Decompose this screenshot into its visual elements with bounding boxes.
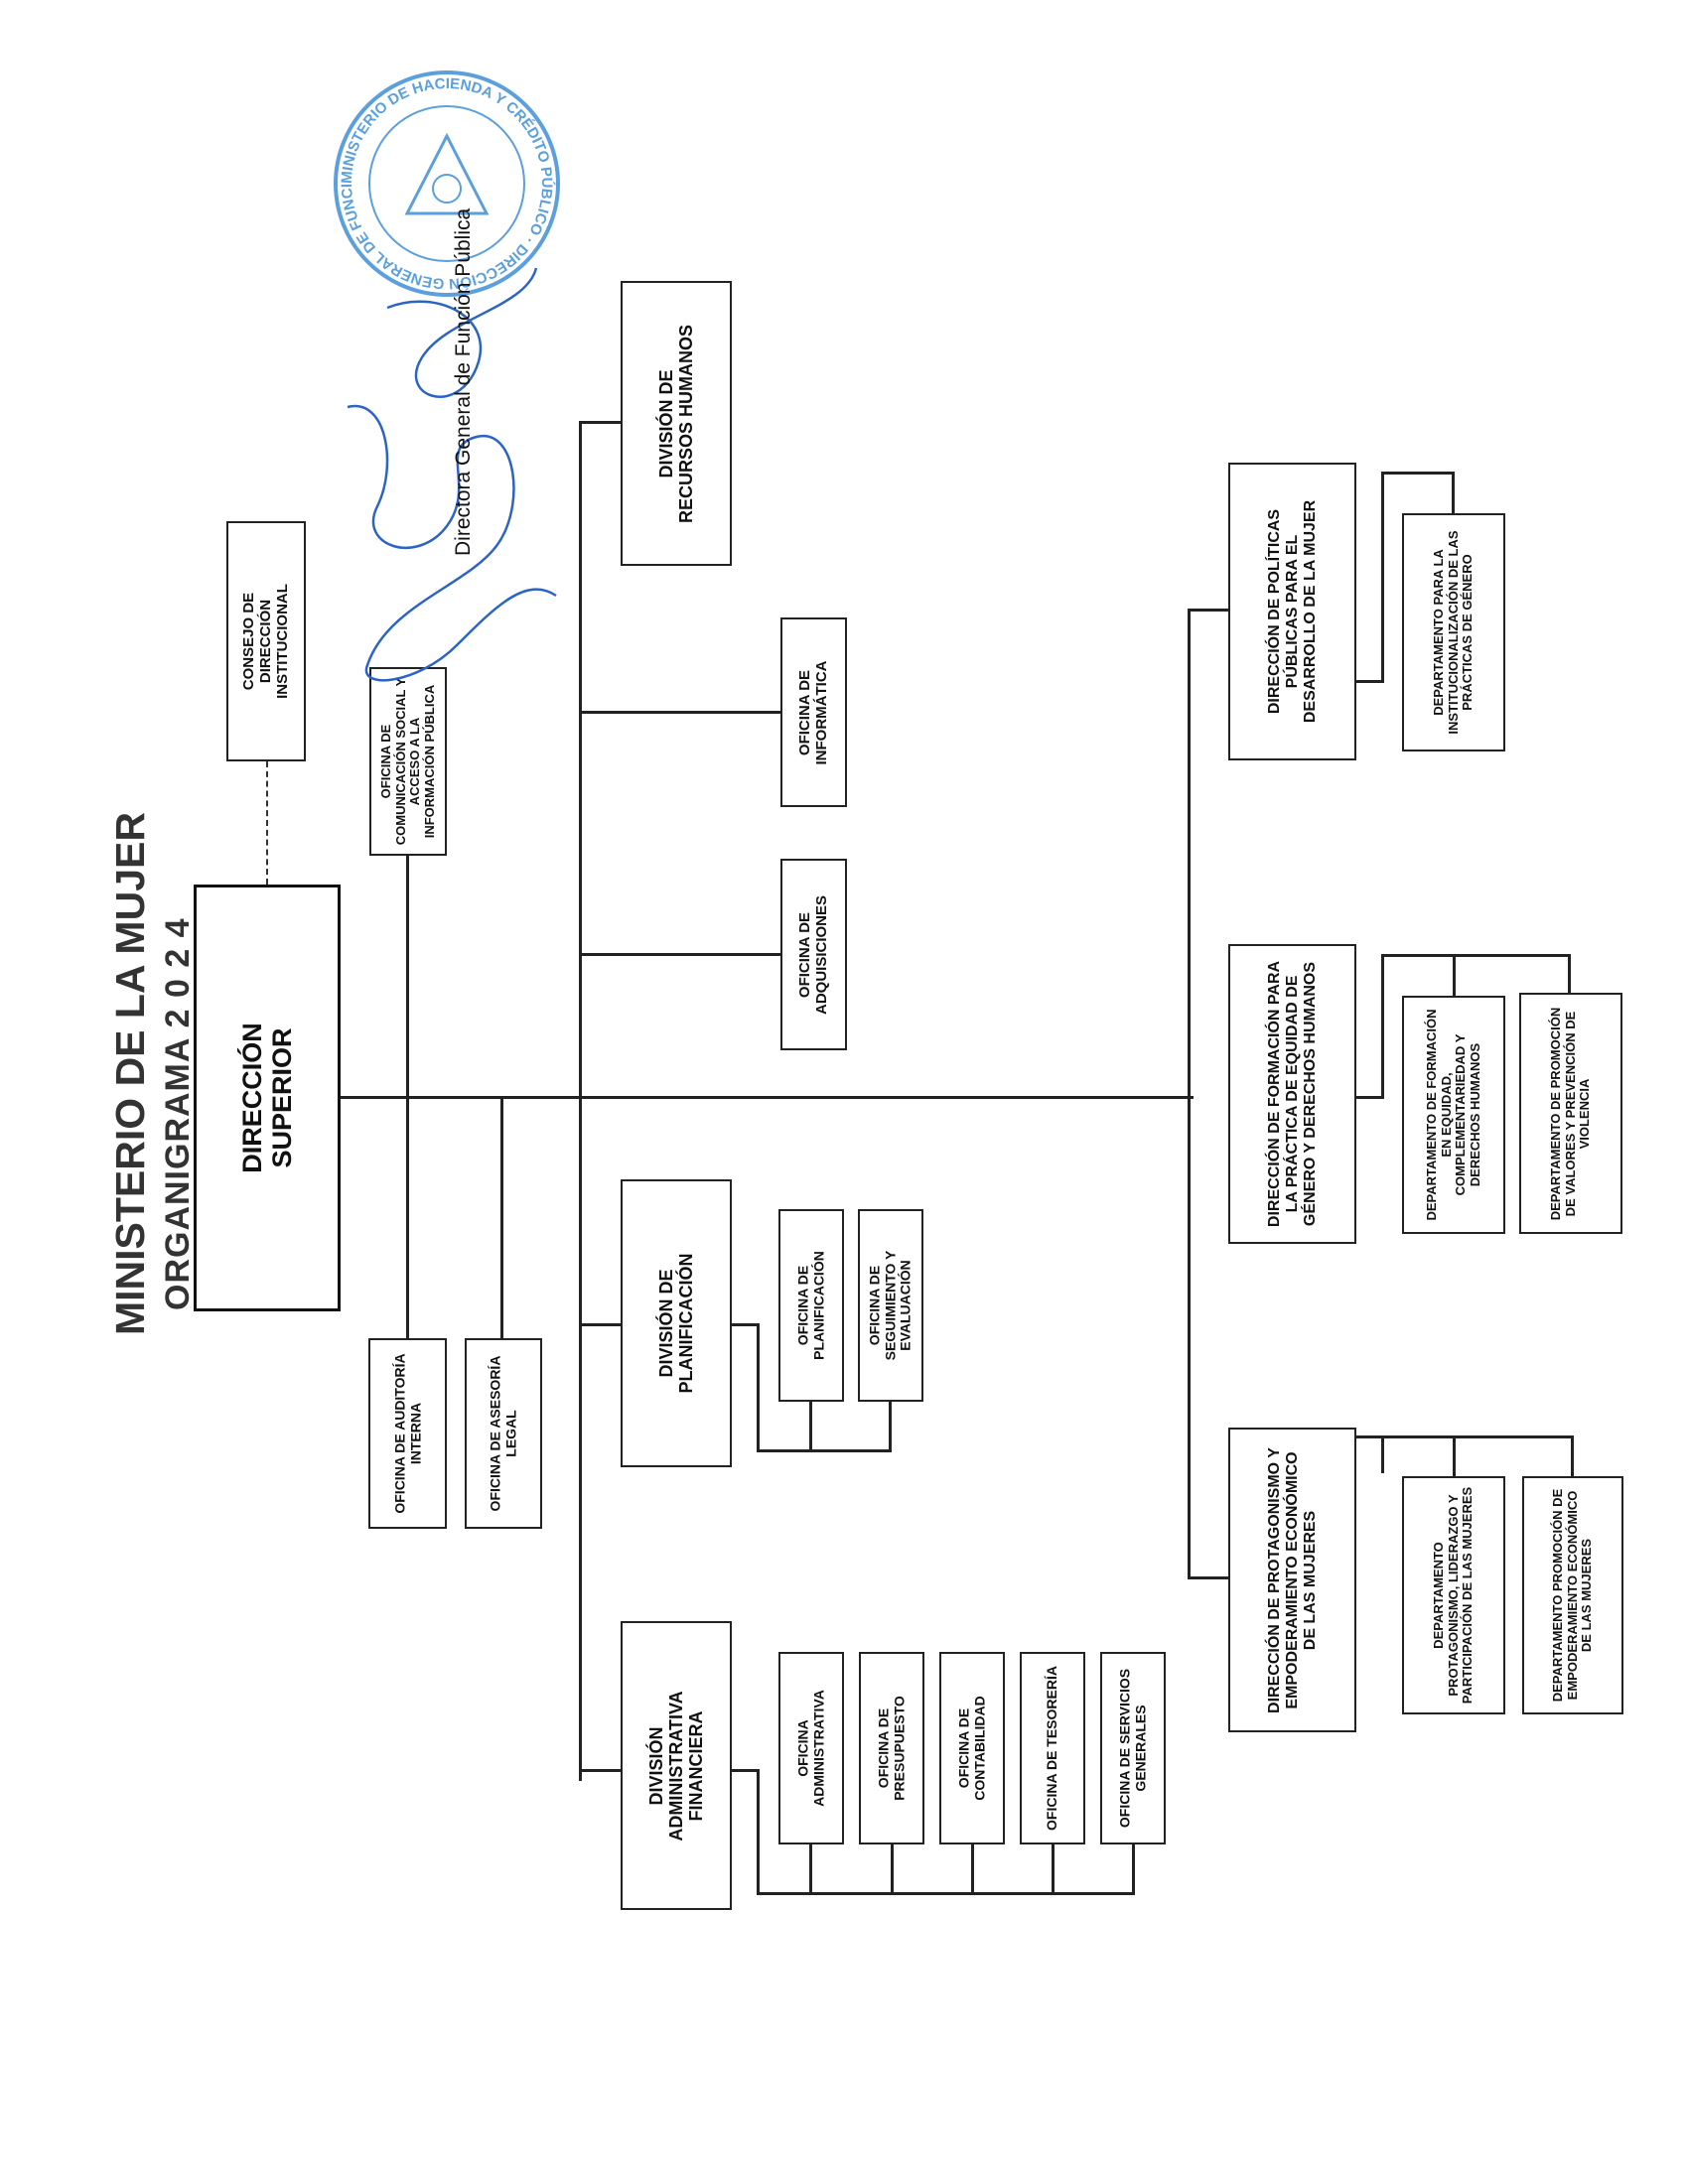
planificacion-connector (579, 1323, 623, 1326)
box-oficina-contabilidad: OFICINA DE CONTABILIDAD (939, 1652, 1005, 1844)
box-oficina-informatica: OFICINA DE INFORMÁTICA (780, 617, 847, 807)
planificacion-bracket-vertical (757, 1323, 760, 1452)
of-seguimiento-drop (889, 1402, 892, 1452)
dep-institucionalizacion-drop (1452, 472, 1455, 513)
formacion-bracket-vertical (1381, 954, 1384, 1099)
planificacion-branch (730, 1323, 758, 1326)
signature-caption: Directora General de Función Pública (452, 207, 475, 556)
rrhh-connector (579, 421, 623, 424)
chart-title: MINISTERIO DE LA MUJER (107, 812, 153, 1335)
box-oficina-servicios: OFICINA DE SERVICIOS GENERALES (1100, 1652, 1166, 1844)
chart-subtitle: ORGANIGRAMA 2 0 2 4 (159, 917, 197, 1310)
box-direccion-politicas: DIRECCIÓN DE POLÍTICAS PÚBLICAS PARA EL … (1228, 463, 1356, 760)
dep-empoderamiento-drop (1571, 1435, 1574, 1476)
of-administrativa-drop (809, 1844, 812, 1895)
box-departamento-protagonismo: DEPARTAMENTO PROTAGONISMO, LIDERAZGO Y P… (1402, 1476, 1505, 1714)
consejo-dashed-connector (266, 761, 268, 885)
admin-branch (730, 1769, 758, 1772)
dep-protagonismo-drop (1453, 1435, 1456, 1476)
box-division-administrativa: DIVISIÓN ADMINISTRATIVA FINANCIERA (621, 1621, 732, 1910)
box-oficina-auditoria: OFICINA DE AUDITORÍA INTERNA (368, 1338, 447, 1529)
admin-bracket-bottom (757, 1892, 1135, 1895)
protagonismo-bracket-vertical (1381, 1435, 1384, 1473)
main-trunk-line (338, 1096, 1194, 1099)
informatica-connector (579, 711, 782, 714)
box-consejo-direccion: CONSEJO DE DIRECCIÓN INSTITUCIONAL (226, 521, 306, 761)
handwritten-signature (347, 267, 557, 682)
planificacion-bracket-bottom (757, 1449, 891, 1452)
formacion-bracket-top (1381, 954, 1570, 957)
box-division-planificacion: DIVISIÓN DE PLANIFICACIÓN (621, 1179, 732, 1467)
box-direccion-superior: DIRECCIÓN SUPERIOR (194, 885, 341, 1311)
asesoria-connector (500, 1096, 503, 1338)
box-oficina-asesoria: OFICINA DE ASESORÍA LEGAL (465, 1338, 542, 1529)
of-contabilidad-drop (971, 1844, 974, 1895)
of-tesoreria-drop (1052, 1844, 1055, 1895)
stamp-inner-ring (368, 105, 525, 262)
box-oficina-comunicacion: OFICINA DE COMUNICACIÓN SOCIAL Y ACCESO … (369, 667, 447, 856)
box-division-rrhh: DIVISIÓN DE RECURSOS HUMANOS (621, 281, 732, 566)
admin-bracket-vertical (757, 1769, 760, 1895)
of-servicios-drop (1132, 1844, 1135, 1895)
politicas-bracket-vertical (1381, 472, 1384, 683)
box-departamento-promocion-valores: DEPARTAMENTO DE PROMOCIÓN DE VALORES Y P… (1519, 993, 1622, 1234)
box-departamento-formacion: DEPARTAMENTO DE FORMACIÓN EN EQUIDAD, CO… (1402, 996, 1505, 1234)
box-departamento-empoderamiento: DEPARTAMENTO PROMOCIÓN DE EMPODERAMIENTO… (1522, 1476, 1623, 1714)
protagonismo-bracket-top (1381, 1435, 1573, 1438)
adquisiciones-connector (579, 953, 782, 956)
admin-connector (579, 1769, 623, 1772)
protagonismo-branch (1354, 1435, 1382, 1438)
of-planificacion-drop (809, 1402, 812, 1452)
politicas-connector (1188, 609, 1229, 612)
box-direccion-formacion: DIRECCIÓN DE FORMACIÓN PARA LA PRÁCTICA … (1228, 944, 1356, 1244)
of-presupuesto-drop (891, 1844, 894, 1895)
stamp-outer-ring (334, 70, 560, 297)
official-stamp: MINISTERIO DE HACIENDA Y CRÉDITO PÚBLICO… (328, 65, 560, 297)
protagonismo-connector (1188, 1576, 1229, 1579)
box-oficina-tesoreria: OFICINA DE TESORERÍA (1020, 1652, 1085, 1844)
box-oficina-planificacion: OFICINA DE PLANIFICACIÓN (778, 1209, 844, 1402)
box-oficina-administrativa: OFICINA ADMINISTRATIVA (778, 1652, 844, 1844)
stamp-emblem-icon (404, 132, 490, 215)
formacion-branch (1354, 1096, 1382, 1099)
comunicacion-connector (406, 856, 409, 1338)
dep-promocion-valores-drop (1568, 954, 1571, 993)
box-departamento-institucionalizacion: DEPARTAMENTO PARA LA INSTITUCIONALIZACIÓ… (1402, 513, 1505, 751)
stamp-emblem-center (432, 174, 462, 204)
box-direccion-protagonismo: DIRECCIÓN DE PROTAGONISMO Y EMPODERAMIEN… (1228, 1428, 1356, 1732)
politicas-branch (1354, 680, 1382, 683)
support-spine-line (579, 421, 582, 1781)
directions-spine-line (1188, 609, 1191, 1579)
box-oficina-presupuesto: OFICINA DE PRESUPUESTO (859, 1652, 924, 1844)
box-oficina-seguimiento: OFICINA DE SEGUIMIENTO Y EVALUACIÓN (858, 1209, 923, 1402)
dep-formacion-drop (1453, 954, 1456, 996)
signature-stroke (347, 267, 557, 682)
politicas-bracket-top (1381, 472, 1454, 475)
box-oficina-adquisiciones: OFICINA DE ADQUISICIONES (780, 859, 847, 1050)
